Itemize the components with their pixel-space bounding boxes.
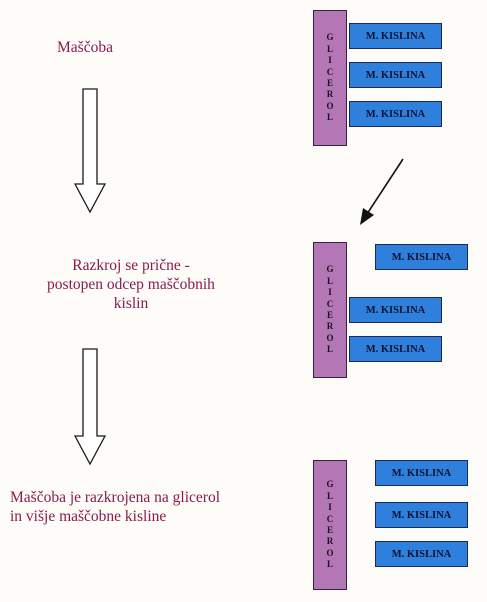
glycerol-letter: L — [326, 275, 333, 286]
glycerol-block-2: G L I C E R O L — [313, 242, 347, 378]
fatty-acid-block: M. KISLINA — [349, 336, 442, 362]
glycerol-letter: G — [326, 479, 334, 490]
glycerol-letter: I — [328, 287, 332, 298]
step-2-line-3: kislin — [113, 295, 149, 312]
glycerol-block-3: G L I C E R O L — [313, 460, 347, 590]
fatty-acid-block: M. KISLINA — [349, 297, 442, 323]
glycerol-letter: I — [328, 502, 332, 513]
glycerol-letter: L — [326, 344, 333, 355]
glycerol-letter: L — [326, 112, 333, 123]
detached-fatty-acid-block: M. KISLINA — [375, 244, 468, 270]
glycerol-letter: G — [326, 32, 334, 43]
glycerol-letter: G — [326, 264, 334, 275]
step-3-line-2: in višje maščobne kisline — [10, 508, 167, 525]
step-1-line-1: Maščoba — [57, 39, 113, 56]
fatty-acid-block: M. KISLINA — [349, 62, 442, 88]
glycerol-letter: E — [326, 525, 333, 535]
glycerol-letter: O — [326, 547, 334, 558]
glycerol-letter: I — [328, 55, 332, 66]
glycerol-letter: L — [326, 490, 333, 501]
glycerol-letter: R — [326, 321, 334, 332]
glycerol-letter: R — [326, 89, 334, 100]
detached-fatty-acid-block: M. KISLINA — [375, 541, 468, 567]
glycerol-letter: R — [326, 536, 334, 547]
step-2-line-1: Razkroj se prične - — [72, 257, 190, 274]
glycerol-letter: O — [326, 100, 334, 111]
down-arrow-2-icon — [74, 348, 106, 466]
glycerol-letter: C — [326, 513, 334, 524]
glycerol-letter: C — [326, 298, 334, 309]
detached-fatty-acid-block: M. KISLINA — [375, 460, 468, 486]
fatty-acid-block: M. KISLINA — [349, 101, 442, 127]
glycerol-block-1: G L I C E R O L — [313, 10, 347, 146]
glycerol-letter: C — [326, 66, 334, 77]
detached-fatty-acid-block: M. KISLINA — [375, 502, 468, 528]
step-2-text: Razkroj se prične - postopen odcep maščo… — [0, 256, 262, 313]
glycerol-letter: L — [326, 559, 333, 570]
step-3-text: Maščoba je razkrojena na glicerol in viš… — [10, 488, 220, 526]
diagonal-arrow-icon — [360, 158, 404, 225]
glycerol-letter: L — [326, 43, 333, 54]
glycerol-letter: O — [326, 332, 334, 343]
down-arrow-1-icon — [74, 88, 106, 214]
step-3-line-1: Maščoba je razkrojena na glicerol — [10, 489, 221, 506]
glycerol-letter: E — [326, 310, 333, 320]
fatty-acid-block: M. KISLINA — [349, 23, 442, 49]
glycerol-letter: E — [326, 78, 333, 88]
step-2-line-2: postopen odcep maščobnih — [47, 276, 215, 293]
step-1-text: Maščoba — [57, 38, 113, 57]
